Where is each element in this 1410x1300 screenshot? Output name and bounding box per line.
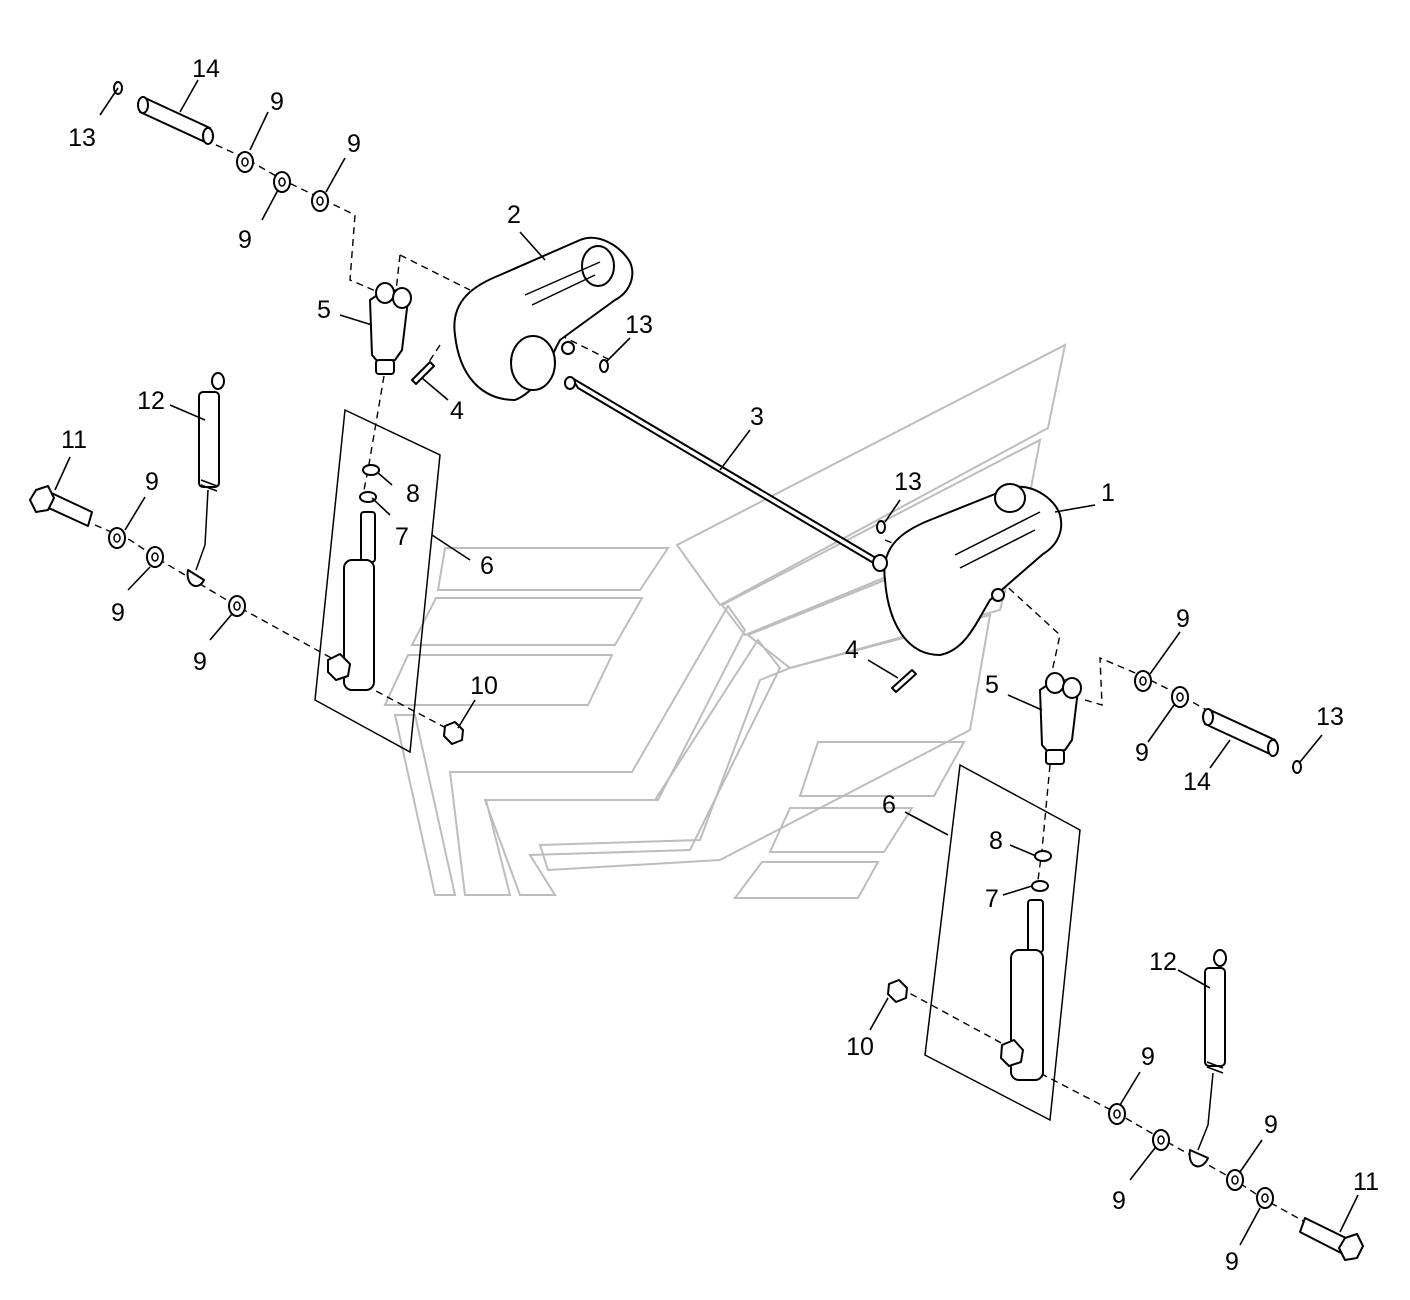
washers (108, 151, 1274, 1209)
callout-9: 9 (270, 88, 284, 116)
clevis-yoke-right (1039, 672, 1082, 765)
callout-7: 7 (395, 523, 409, 551)
callout-14: 14 (192, 55, 220, 83)
callout-14: 14 (1183, 768, 1211, 796)
callout-labels: 14 13 9 9 9 2 5 13 4 3 12 11 9 9 9 8 7 6… (61, 55, 1379, 1276)
assembly-lines (94, 139, 1306, 1223)
callout-9: 9 (1176, 605, 1190, 633)
bolt-left (29, 485, 93, 527)
callout-7: 7 (985, 885, 999, 913)
callout-9: 9 (111, 599, 125, 627)
callout-2: 2 (507, 201, 521, 229)
callout-4: 4 (845, 636, 859, 664)
actuator-right (924, 763, 1081, 1122)
callout-13: 13 (625, 311, 653, 339)
callout-5: 5 (317, 296, 331, 324)
callout-leaders (54, 79, 1359, 1246)
callout-9: 9 (347, 130, 361, 158)
callout-3: 3 (750, 403, 764, 431)
callout-10: 10 (846, 1033, 874, 1061)
callout-11: 11 (61, 426, 87, 454)
callout-1: 1 (1101, 479, 1115, 507)
callout-12: 12 (137, 387, 165, 415)
bell-crank-upper (453, 236, 634, 401)
callout-9: 9 (145, 468, 159, 496)
callout-12: 12 (1149, 948, 1177, 976)
callout-9: 9 (238, 226, 252, 254)
callout-8: 8 (989, 827, 1003, 855)
callout-9: 9 (1141, 1043, 1155, 1071)
cross-shaft (564, 376, 888, 572)
bolt-right (1299, 1217, 1364, 1261)
callout-9: 9 (1264, 1111, 1278, 1139)
spring-right (1188, 949, 1227, 1168)
callout-5: 5 (985, 671, 999, 699)
clevis-pin-lower-right (1202, 708, 1279, 757)
callout-6: 6 (480, 552, 494, 580)
callout-11: 11 (1353, 1168, 1379, 1196)
callout-13: 13 (68, 124, 96, 152)
clevis-pin-upper-left (137, 96, 214, 145)
callout-6: 6 (882, 791, 896, 819)
clip-rings (113, 81, 1302, 774)
callout-10: 10 (470, 672, 498, 700)
spring-left (186, 372, 225, 588)
bell-crank-lower (883, 483, 1063, 656)
callout-13: 13 (894, 468, 922, 496)
callout-9: 9 (1135, 739, 1149, 767)
callout-9: 9 (1225, 1248, 1239, 1276)
clevis-yoke-left (369, 282, 412, 375)
callout-8: 8 (406, 480, 420, 508)
actuator-left (314, 408, 441, 754)
callout-13: 13 (1316, 703, 1344, 731)
callout-9: 9 (193, 648, 207, 676)
roll-pins (411, 361, 917, 693)
callout-4: 4 (450, 397, 464, 425)
callout-9: 9 (1112, 1187, 1126, 1215)
